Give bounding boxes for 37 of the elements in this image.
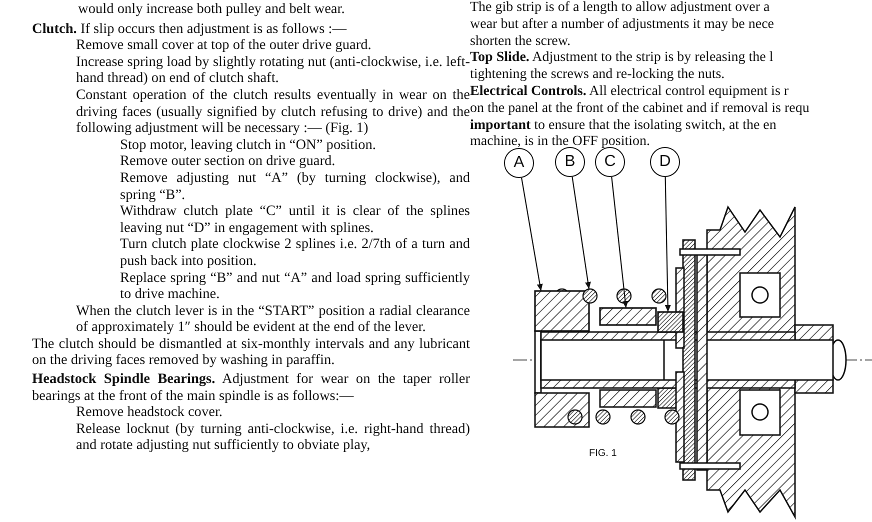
leader-line — [572, 176, 591, 290]
callout-letter: A — [504, 148, 534, 178]
text-paragraph: Clutch. If slip occurs then adjustment is as follows :— — [32, 20, 348, 38]
text-line: The gib strip is of a length to allow adjustment over a — [470, 0, 771, 17]
callout-letter: C — [595, 147, 625, 177]
text-paragraph: Constant operation of the clutch results eventually in wear on the driving faces (usually signified by clutch refusing to drive) and the following adjustment will be necessary :— (Fig. 1) — [76, 86, 470, 137]
text-line: important to ensure that the isolating switch, at the en — [470, 118, 778, 134]
text-paragraph: would only increase both pulley and belt wear. — [78, 1, 346, 18]
text-paragraph: When the clutch lever is in the “START” position a radial clearance of approximately 1″ should be evident at the end of the lever. — [76, 302, 470, 336]
callout-letter: B — [555, 147, 585, 177]
text-line: tightening the screws and re-locking the nuts. — [470, 67, 726, 84]
leader-line — [521, 178, 543, 292]
text-line: Electrical Controls. All electrical control equipment is r — [470, 84, 790, 101]
clutch-plate — [599, 307, 657, 326]
text-paragraph: Turn clutch plate clockwise 2 splines i.e. 2/7th of a turn and push back into position. — [120, 236, 470, 270]
text-paragraph: The clutch should be dismantled at six-monthly intervals and any lubricant on the driving faces removed by washing in paraffin. — [32, 336, 470, 370]
text-paragraph: Release locknut (by turning anti-clockwise, i.e. right-hand thread) and rotate adjusting nut sufficiently to obviate play, — [76, 420, 470, 454]
text-line: shorten the screw. — [470, 34, 572, 50]
splined-nut — [657, 311, 684, 333]
callout-letter: D — [650, 147, 680, 177]
text-paragraph: Replace spring “B” and nut “A” and load spring sufficiently to drive machine. — [120, 270, 470, 303]
text-paragraph: Headstock Spindle Bearings. Adjustment for wear on the taper roller bearings at the front of the main spindle is as follows:— — [32, 371, 470, 404]
text-paragraph: Withdraw clutch plate “C” until it is clear of the splines leaving nut “D” in engagement with splines. — [120, 203, 470, 236]
text-paragraph: Remove small cover at top of the outer drive guard. — [76, 37, 372, 54]
text-line: Top Slide. Adjustment to the strip is by releasing the l — [470, 50, 774, 68]
text-line: on the panel at the front of the cabinet and if removal is requ — [470, 100, 810, 118]
leader-line — [664, 176, 671, 312]
figure-caption: FIG. 1 — [589, 447, 617, 461]
text-paragraph: Stop motor, leaving clutch in “ON” position. — [120, 136, 377, 154]
text-paragraph: Remove adjusting nut “A” (by turning clockwise), and spring “B”. — [120, 170, 470, 204]
adjusting-nut — [534, 290, 590, 332]
spring-coil — [582, 288, 598, 304]
leader-line — [611, 176, 628, 308]
text-line: wear but after a number of adjustments it may be nece — [470, 16, 775, 34]
text-paragraph: Remove outer section on drive guard. — [120, 153, 336, 170]
text-paragraph: Increase spring load by slightly rotating nut (anti-clockwise, i.e. left-hand thread) on end of clutch shaft. — [76, 54, 470, 87]
text-paragraph: Remove headstock cover. — [76, 404, 224, 421]
